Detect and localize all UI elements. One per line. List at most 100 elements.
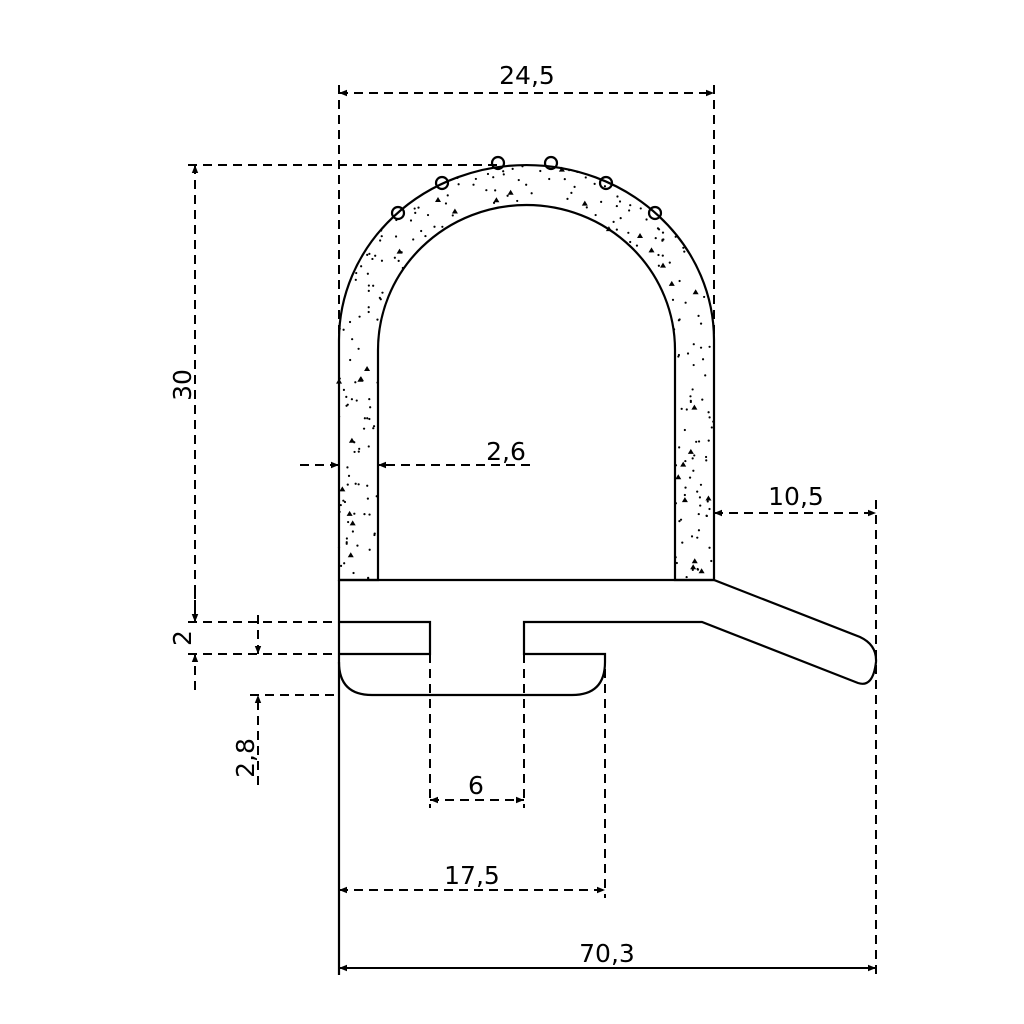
foam-speck — [502, 170, 505, 173]
foam-speck — [581, 200, 588, 206]
foam-speck — [710, 559, 713, 563]
foam-speck — [685, 408, 688, 411]
foam-speck — [343, 500, 347, 504]
foam-speck — [612, 220, 615, 223]
foam-speck — [420, 229, 423, 233]
foam-speck — [705, 514, 708, 517]
foam-speck — [355, 399, 358, 402]
foam-speck — [516, 199, 519, 203]
foam-speck — [693, 454, 696, 457]
foam-speck — [354, 278, 357, 281]
foam-speck — [593, 182, 596, 185]
foam-speck — [374, 254, 377, 257]
foam-speck — [637, 233, 644, 239]
foam-speck — [349, 520, 356, 526]
foam-speck — [345, 395, 348, 398]
foam-speck — [674, 464, 678, 467]
foam-speck — [456, 176, 459, 179]
foam-speck — [683, 428, 686, 432]
extension-lines — [188, 85, 877, 975]
foam-speck — [695, 440, 698, 443]
foam-speck — [635, 244, 639, 247]
foam-speck — [656, 227, 660, 230]
foam-speck — [539, 169, 542, 173]
foam-speck — [472, 183, 475, 186]
foam-speck — [692, 469, 695, 472]
foam-speck — [441, 225, 444, 228]
foam-speck — [368, 252, 371, 255]
foam-speck — [690, 535, 694, 538]
foam-speck — [629, 204, 632, 207]
foam-speck — [675, 561, 678, 565]
foam-speck — [401, 266, 404, 270]
foam-speck — [573, 185, 576, 188]
foam-speck — [444, 202, 448, 205]
foam-speck — [414, 211, 417, 215]
foam-speck — [691, 457, 694, 460]
foam-speck — [629, 240, 632, 244]
foam-speck — [435, 196, 442, 202]
foam-speck — [356, 544, 359, 547]
foam-speck — [699, 504, 702, 507]
foam-speck — [368, 417, 371, 421]
foam-speck — [697, 314, 700, 317]
foam-bumps — [390, 155, 663, 221]
foam-speck — [681, 541, 684, 544]
foam-speck — [645, 218, 648, 221]
foam-speck — [345, 541, 348, 544]
foam-speck — [639, 207, 642, 210]
foam-speck — [710, 426, 713, 429]
foam-speck — [366, 253, 369, 256]
foam-speck — [698, 568, 705, 574]
foam-speck — [424, 234, 427, 238]
foam-speck — [605, 226, 612, 232]
foam-speck — [696, 536, 699, 539]
foam-speck — [346, 510, 353, 516]
foam-speck — [701, 398, 704, 401]
foam-speck — [493, 197, 500, 203]
foam-speck — [675, 474, 682, 480]
foam-speck — [661, 254, 664, 257]
foam-speck — [367, 284, 370, 287]
foam-speck — [697, 440, 701, 443]
foam-speck — [347, 552, 354, 558]
foam-speck — [350, 398, 354, 401]
foam-speck — [619, 217, 622, 220]
dim-base-inner: 17,5 — [444, 861, 500, 890]
foam-speck — [568, 169, 571, 172]
foam-speck — [678, 446, 681, 449]
foam-speck — [618, 200, 622, 203]
foam-speck — [699, 322, 703, 325]
foam-speck — [338, 415, 341, 418]
foam-speck — [397, 259, 400, 262]
foam-speck — [681, 497, 688, 503]
foam-speck — [687, 448, 694, 454]
foam-speck — [358, 315, 361, 318]
foam-speck — [525, 183, 528, 186]
foam-speck — [671, 298, 675, 301]
foam-speck — [368, 398, 371, 401]
foam-speck — [692, 289, 699, 295]
foam-speck — [691, 388, 694, 391]
dim-slot-width: 6 — [468, 771, 484, 800]
foam-speck — [357, 483, 360, 486]
foam-speck — [654, 236, 657, 240]
foam-speck — [426, 213, 430, 217]
foam-speck — [668, 261, 671, 264]
foam-speck — [679, 518, 683, 521]
foam-speck — [347, 520, 350, 524]
foam-speck — [707, 411, 710, 414]
foam-speck — [353, 512, 356, 515]
foam-speck — [692, 343, 695, 346]
foam-speck — [705, 495, 712, 501]
foam-speck — [615, 204, 618, 208]
foam-speck — [659, 262, 666, 268]
foam-speck — [705, 459, 708, 462]
foam-speck — [367, 306, 370, 309]
foam-speck — [690, 564, 697, 570]
foam-speck — [368, 513, 371, 516]
foam-speck — [692, 363, 695, 367]
foam-speck — [347, 474, 351, 477]
foam-speck — [684, 459, 687, 463]
foam-speck — [704, 455, 708, 459]
